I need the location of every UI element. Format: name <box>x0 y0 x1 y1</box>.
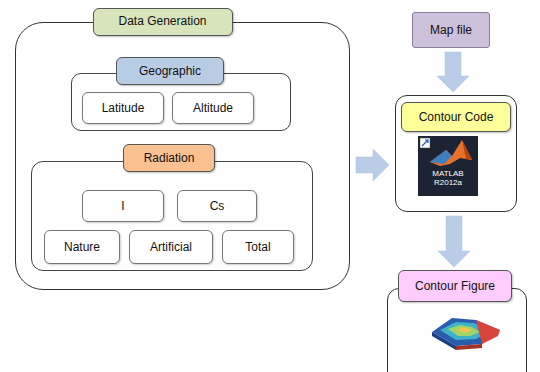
block-arrow <box>438 216 470 267</box>
heading-tab: Radiation <box>123 144 215 172</box>
item-box: Latitude <box>82 92 164 124</box>
heading-text: Radiation <box>144 151 195 165</box>
node-text: Altitude <box>193 101 233 115</box>
heading-tab: Contour Code <box>401 102 511 132</box>
node-text: Artificial <box>150 240 192 254</box>
output-box: Contour Figure <box>387 288 527 372</box>
item-box: I <box>82 190 164 222</box>
heading-tab: Geographic <box>116 57 224 85</box>
node-text: Latitude <box>102 101 145 115</box>
heading-text: Data Generation <box>118 14 206 28</box>
process-box: Contour Code <box>395 95 517 212</box>
icon-caption: MATLAB R2012a <box>420 170 476 188</box>
input-box: Map file <box>412 12 490 48</box>
node-text: Total <box>245 240 270 254</box>
surface-plot-icon <box>432 318 500 350</box>
heading-text: Contour Code <box>419 110 494 124</box>
matlab-icon <box>418 136 478 196</box>
node-text: Nature <box>64 240 100 254</box>
node-text: Cs <box>210 199 225 213</box>
item-box: Cs <box>177 190 257 222</box>
node-text: Map file <box>430 23 472 37</box>
item-box: Total <box>222 230 294 264</box>
item-box: Nature <box>44 230 120 264</box>
block-arrow <box>356 149 389 181</box>
group-box: Data GenerationGeographicLatitudeAltitud… <box>15 22 350 290</box>
block-arrow <box>437 52 469 92</box>
heading-tab: Data Generation <box>93 8 233 36</box>
group-box: RadiationICsNatureArtificialTotal <box>31 161 313 271</box>
item-box: Artificial <box>129 230 213 264</box>
heading-text: Contour Figure <box>415 279 495 293</box>
heading-tab: Contour Figure <box>398 270 512 302</box>
item-box: Altitude <box>172 92 254 124</box>
heading-text: Geographic <box>139 64 201 78</box>
node-text: I <box>121 199 124 213</box>
group-box: GeographicLatitudeAltitude <box>71 73 291 131</box>
